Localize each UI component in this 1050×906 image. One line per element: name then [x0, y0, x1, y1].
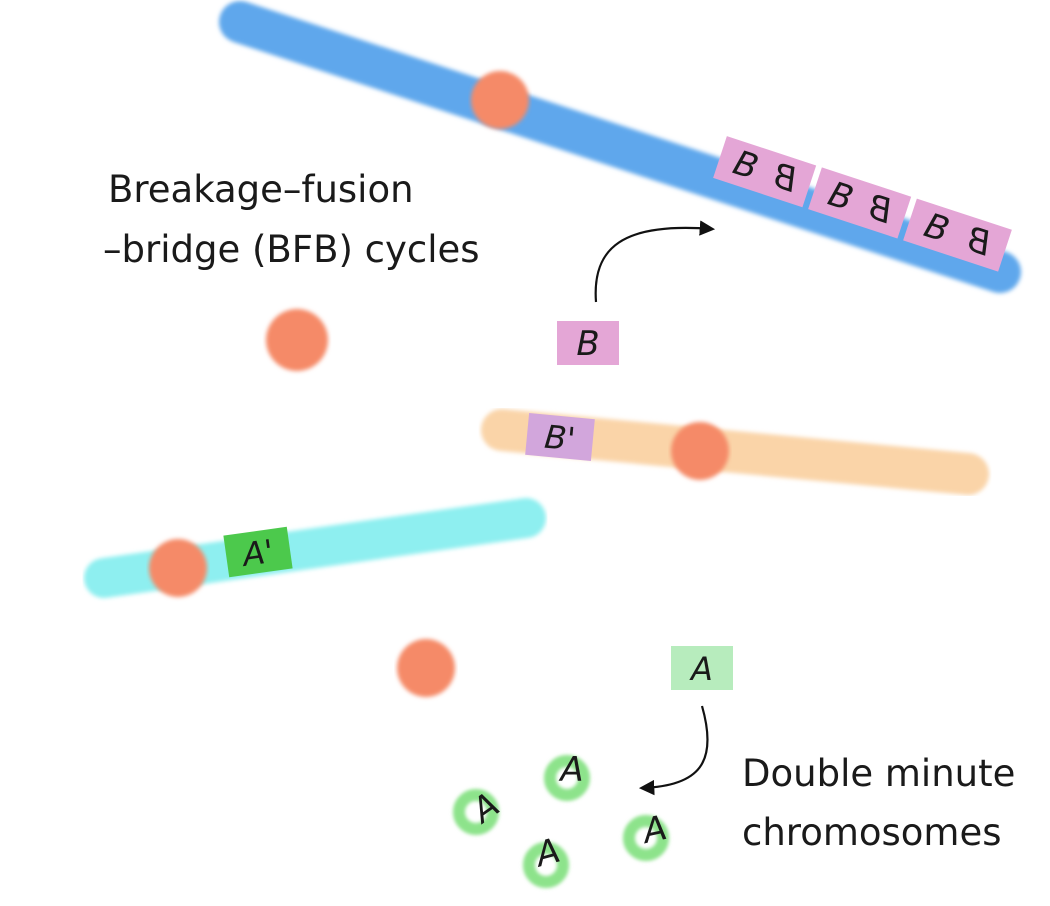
gold-chromosome-centromere — [397, 639, 455, 697]
double-minute-3: A — [523, 831, 569, 888]
peach-chromosome: B' — [481, 409, 989, 495]
bfb-label-line1: Breakage–fusion — [108, 168, 414, 211]
amplified-blue-chromosome: B B B B B B — [219, 1, 1021, 293]
dm-label-line1: Double minute — [742, 752, 1015, 795]
dm-label-line2: chromosomes — [742, 811, 1002, 854]
bfb-label-line2: –bridge (BFB) cycles — [103, 228, 480, 271]
b-prime-segment — [525, 412, 595, 462]
peach-chromosome-centromere — [671, 422, 729, 480]
b-prime-segment-label: B' — [543, 418, 577, 459]
double-minute-label-1: A — [558, 750, 583, 790]
amplified-b-segment-2 — [808, 167, 912, 239]
double-minute-ring-2 — [453, 789, 499, 835]
a-segment — [671, 646, 733, 690]
double-minute-1: A — [544, 750, 590, 801]
a-segment-label: A — [689, 650, 713, 688]
b-segment — [557, 321, 619, 365]
gold-chromosome: A — [132, 639, 766, 697]
amplified-b-array: B B B B B B — [713, 136, 1012, 272]
double-minute-2: A — [453, 785, 507, 835]
a-prime-segment-label: A' — [238, 532, 276, 574]
amplified-b-segment-3 — [903, 198, 1012, 272]
double-minute-ring-3 — [523, 842, 569, 888]
double-minute-ring-1 — [544, 755, 590, 801]
cyan-chromosome: A' — [84, 498, 546, 598]
bfb-arrow-icon — [594, 220, 716, 303]
a-prime-segment — [223, 526, 293, 578]
amplified-chromosome-centromere — [471, 71, 529, 129]
blue-chromosome-centromere — [266, 309, 328, 371]
dm-arrow-icon — [638, 705, 709, 796]
double-minute-4: A — [623, 808, 671, 861]
amplified-b-segment-1 — [713, 136, 817, 208]
double-minute-label-4: A — [638, 808, 671, 852]
cyan-chromosome-centromere — [149, 539, 207, 597]
b-segment-label: B — [576, 324, 599, 364]
blue-chromosome: B — [2, 309, 934, 371]
double-minute-ring-4 — [623, 815, 669, 861]
